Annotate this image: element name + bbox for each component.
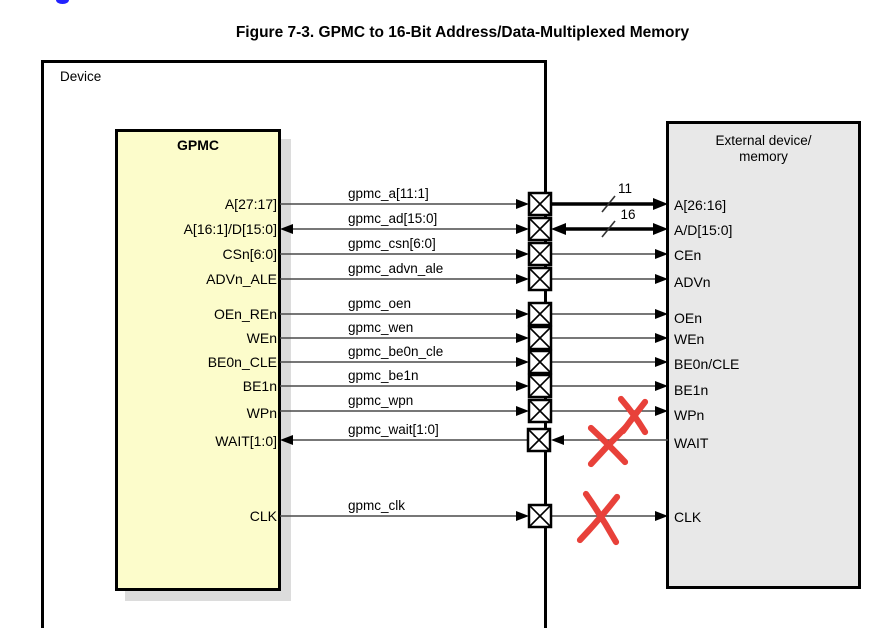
signal-label-gpmc-oen: gpmc_oen (348, 296, 412, 311)
crossout-wait-stroke2 (587, 423, 630, 468)
ext-pin-be0n-cle: BE0n/CLE (674, 356, 740, 372)
gpmc-pin-wait: WAIT[1:0] (215, 433, 277, 449)
signal-label-gpmc-be1n: gpmc_be1n (348, 368, 419, 383)
crossout-clk-stroke1 (582, 490, 620, 546)
bus-width-11: 11 (617, 181, 632, 196)
ext-pin-cen: CEn (674, 247, 702, 263)
gpmc-block (115, 129, 281, 591)
gpmc-pin-clk: CLK (249, 508, 277, 524)
ext-pin-clk: CLK (674, 509, 702, 525)
gpmc-pin-be0n-cle: BE0n_CLE (207, 354, 277, 370)
signal-label-gpmc-wait: gpmc_wait[1:0] (348, 422, 439, 437)
crossout-wait-stroke1 (587, 424, 629, 466)
crossout-clk (576, 490, 621, 546)
signal-label-gpmc-ad: gpmc_ad[15:0] (348, 211, 438, 226)
ext-pin-wpn: WPn (674, 407, 705, 423)
ext-pin-a26-16: A[26:16] (674, 197, 727, 213)
gpmc-pin-a27-17: A[27:17] (224, 196, 277, 212)
gpmc-pin-wen: WEn (246, 330, 277, 346)
ext-pin-wait: WAIT (674, 435, 709, 451)
arrow-ad-into-pad-right (551, 223, 566, 235)
crossout-wpn-stroke2 (619, 398, 649, 435)
crossout-wpn-stroke1 (617, 395, 649, 436)
signal-label-gpmc-a: gpmc_a[11:1] (348, 186, 429, 201)
ext-pin-oen: OEn (674, 310, 703, 326)
external-memory-title: External device/ memory (666, 133, 861, 165)
ext-pin-be1n: BE1n (674, 382, 709, 398)
figure-title: Figure 7-3. GPMC to 16-Bit Address/Data-… (235, 24, 690, 41)
gpmc-pin-be1n: BE1n (242, 378, 277, 394)
signal-label-gpmc-wen: gpmc_wen (348, 320, 414, 335)
bus-width-slashes (601, 195, 616, 238)
ext-pin-wen: WEn (674, 331, 705, 347)
crossout-wait (587, 423, 630, 468)
external-memory-title-line2: memory (739, 149, 788, 164)
external-memory-block (666, 121, 861, 589)
gpmc-pin-advn-ale: ADVn_ALE (206, 271, 277, 287)
signal-label-gpmc-advn-ale: gpmc_advn_ale (348, 261, 444, 276)
gpmc-pin-csn: CSn[6:0] (222, 246, 277, 262)
external-memory-title-line1: External device/ (715, 133, 812, 148)
crossout-wpn (617, 395, 649, 436)
gpmc-pin-oen-ren: OEn_REn (213, 306, 277, 322)
signal-label-gpmc-wpn: gpmc_wpn (348, 393, 414, 408)
ext-pin-ad15: A/D[15:0] (674, 222, 733, 238)
signal-label-gpmc-be0n-cle: gpmc_be0n_cle (348, 344, 444, 359)
hyperlink-fragment[interactable] (56, 0, 69, 4)
bus-width-16: 16 (620, 207, 636, 222)
gpmc-pin-wpn: WPn (246, 405, 277, 421)
device-label: Device (60, 69, 102, 84)
signal-label-gpmc-clk: gpmc_clk (348, 498, 406, 513)
slash-11 (601, 195, 616, 213)
gpmc-pin-a16-d15: A[16:1]/D[15:0] (183, 221, 277, 237)
slash-16 (601, 220, 616, 238)
signal-label-gpmc-csn: gpmc_csn[6:0] (348, 236, 436, 251)
crossout-clk-stroke2 (576, 493, 621, 544)
ext-pin-advn: ADVn (674, 274, 711, 290)
arrow-wait-into-pad (551, 435, 564, 445)
red-crossout-annotations (576, 395, 649, 546)
gpmc-block-title: GPMC (177, 137, 219, 153)
